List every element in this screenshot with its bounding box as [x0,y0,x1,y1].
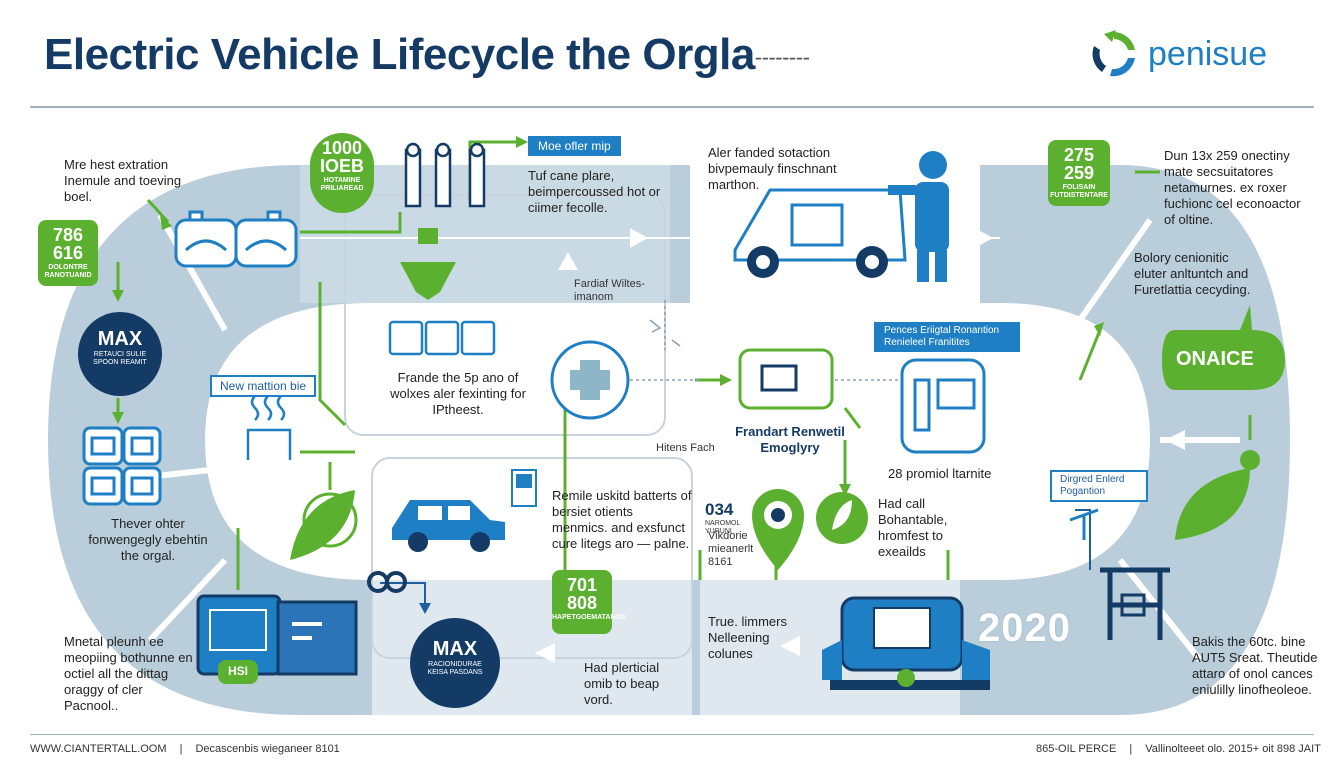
green-arrowheads [112,136,1104,496]
cell-blocks-icon [388,320,496,356]
cross-circle-icon [550,340,630,420]
text-plare: Tuf cane plare, beimpercoussed hot or ci… [528,168,661,215]
tag-dirgred: Dirgred Enlerd Pogantion [1050,470,1148,502]
footer-code: 865-OIL PERCE [1036,743,1117,755]
text-thever: Thever ohter fonwengegly ebehtin the org… [88,516,208,563]
badge-caption: FOLISAIN FUTDISTENTARE [1050,184,1108,199]
sparkle-icon [649,319,681,347]
text-limmers: True. limmers Nelleening colunes [708,614,787,661]
text-renwetil: Frandart Renwetil Emoglyry [735,424,845,455]
leaf-badge-icon [816,492,868,544]
recycling-vehicle-icon [822,596,990,690]
footer-divider [30,734,1314,735]
text-promiol: 28 promiol ltarnite [888,466,992,481]
robot-arm-icon [1069,508,1099,540]
charger-icon [900,358,986,454]
footer-right: 865-OIL PERCE | Vallinolteeet olo. 2015+… [1036,743,1321,755]
footer-separator: | [1129,743,1133,755]
footer-website[interactable]: WWW.CIANTERTALL.OOM [30,743,167,755]
truck-icon [733,188,907,278]
brand-name: penisue [1148,34,1268,73]
tag-new-mattion: New mattion bie [210,375,317,397]
badge-caption: DOLONTRE RANOTUANID [44,264,92,279]
text-extraction: Mre hest extration Inemule and toeving b… [64,157,182,204]
badge-value-2: 808 [566,593,598,613]
badge-caption: RETAUCI SULIE SPOON REAMIT [93,351,147,366]
text-vikdorie: Vikdorie mieanerlt 8161 [708,530,754,568]
text-had-call: Had call Bohantable, hromfest to exeaild… [878,496,948,559]
cable-reel-icon [367,571,407,593]
badge-value: 701 [566,575,598,595]
text-bakis: Bakis the 60tc. bine AUT5 Sreat. Theutid… [1192,634,1318,697]
title-text: Electric Vehicle Lifecycle the Orgla [44,30,755,79]
heat-process-icon [246,395,292,460]
tag-pences: Pences Eriigtal Ronantion Renieleel Fran… [874,322,1020,352]
extraction-tanks-icon [404,142,486,208]
big-leaf-icon [1175,450,1260,540]
battery-pack-icon [174,210,298,268]
stat-badge-034: 034 NAROMOL YURUNI [705,500,753,536]
badge-value: MAX [97,328,143,350]
text-fardiaf: Fardiaf Wiltes-imanom [574,278,645,303]
badge-value: 1000 [321,138,363,158]
stat-badge-786: 786 616 DOLONTRE RANOTUANID [38,220,98,286]
badge-caption: NAROMOL YURUNI [705,520,741,535]
footer-separator: | [179,743,183,755]
blue-connectors [380,509,1091,605]
title-dashes: -------- [754,44,810,70]
badge-caption: HOTAMINE PRILIAREAD [320,177,364,192]
recycle-arrows-icon [1092,30,1135,77]
blue-arrowhead [419,603,431,614]
factory-machine-icon [196,594,358,676]
text-mnetal: Mnetal pleunh ee meopiing bothunne en oc… [64,634,193,713]
stat-badge-275: 275 259 FOLISAIN FUTDISTENTARE [1048,140,1110,206]
footer-left: WWW.CIANTERTALL.OOM | Decascenbis wiegan… [30,743,340,755]
text-sotaction: Aler fanded sotaction bivpemauly finschn… [708,145,837,192]
location-pin-icon [752,489,804,570]
qr-code-icon [511,469,537,507]
flow-arrowheads [535,228,1185,663]
text-remile: Remile uskitd batterts of bersiet otient… [552,488,692,551]
stat-badge-701: 701 808 HAPETGOEMATANOS [552,570,626,634]
page-title: Electric Vehicle Lifecycle the Orgla----… [44,30,810,80]
battery-cells-icon [82,426,162,506]
max-badge-1: MAX RETAUCI SULIE SPOON REAMIT [78,312,162,396]
max-badge-2: MAX RACIONIDURAE KEISA PASDANS [410,618,500,708]
footer-note-left: Decascenbis wieganeer 8101 [195,743,340,755]
car-icon [392,500,505,552]
onaice-label: ONAICE [1176,348,1254,370]
footer-note-right: Vallinolteeet olo. 2015+ oit 898 JAIT [1145,743,1321,755]
text-hitens: Hitens Fach [656,442,715,454]
funnel-icon [400,228,456,300]
text-frande: Frande the 5p ano of wolxes aler fexinti… [390,370,526,417]
text-plerticial: Had plerticial omib to beap vord. [584,660,660,707]
text-recycling: Bolory cenionitic eluter anltuntch and F… [1134,250,1251,297]
badge-label: HSI [227,664,248,678]
dotted-lines [630,300,900,381]
battery-module-icon [738,348,834,410]
tag-moe: Moe ofler mip [528,136,621,156]
header-divider [30,106,1314,108]
badge-caption: RACIONIDURAE KEISA PASDANS [427,661,483,676]
brand-logo[interactable]: penisue [1088,28,1267,80]
inner-box-lower [371,457,693,659]
hsi-badge: HSI [218,660,258,684]
badge-value-2: 259 [1063,163,1095,183]
crane-machine-icon [1100,567,1170,640]
stat-badge-1000: 1000 IOEB HOTAMINE PRILIAREAD [310,133,374,213]
badge-value: 275 [1063,145,1095,165]
speech-bubble-icon [1162,305,1285,390]
text-onectiny: Dun 13x 259 onectiny mate secsuitatores … [1164,148,1301,227]
badge-value: 034 [705,500,734,519]
worker-icon [888,151,949,282]
badge-value-2: IOEB [319,156,364,176]
leaf-pot-icon [290,490,358,560]
badge-value: 786 [52,225,84,245]
green-connectors [116,140,1252,590]
year-label: 2020 [978,606,1071,650]
badge-value: MAX [432,638,478,660]
badge-value-2: 616 [52,243,84,263]
badge-caption: HAPETGOEMATANOS [552,614,626,621]
